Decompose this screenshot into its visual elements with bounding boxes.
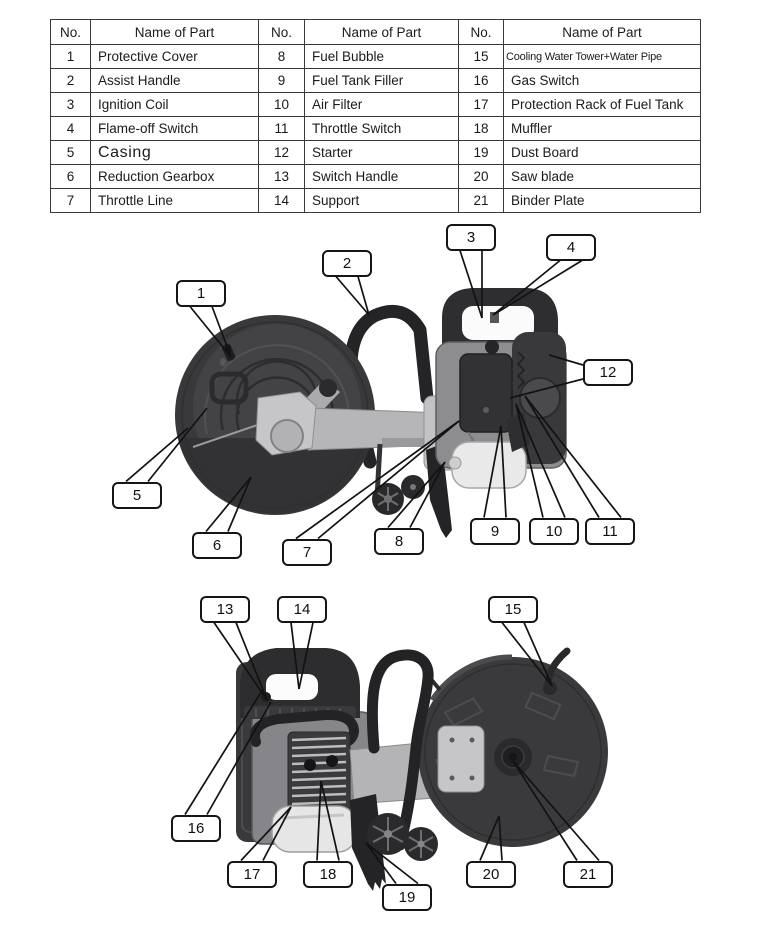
leader-lines [125,250,622,885]
part-no-cell: 9 [258,68,305,93]
part-no-cell: 1 [50,44,91,69]
column-header: No. [50,19,91,45]
fuel-bubble-primer [448,456,462,470]
callout-5: 5 [112,481,162,509]
top-machine-illustration [175,288,567,538]
part-no-cell: 7 [50,188,91,213]
callout-11: 11 [585,517,635,545]
callout-13: 13 [200,595,250,623]
callout-2: 2 [322,249,372,277]
callout-21: 21 [563,860,613,888]
part-no-cell: 10 [258,92,305,117]
engine-bolt [326,755,338,767]
part-no-cell: 15 [458,44,504,69]
bottom-machine-illustration [236,647,608,891]
part-no-cell: 14 [258,188,305,213]
part-name-cell: Reduction Gearbox [90,164,259,189]
callout-17: 17 [227,860,277,888]
part-name-cell: Fuel Tank Filler [304,68,459,93]
column-header: Name of Part [503,19,701,45]
part-name-cell: Dust Board [503,140,701,165]
callout-15: 15 [488,595,538,623]
column-header: Name of Part [304,19,459,45]
part-name-cell: Throttle Line [90,188,259,213]
callout-10: 10 [529,517,579,545]
part-no-cell: 12 [258,140,305,165]
part-name-cell: Throttle Switch [304,116,459,141]
callout-18: 18 [303,860,353,888]
part-name-cell: Flame-off Switch [90,116,259,141]
engine-bolt [304,759,316,771]
part-no-cell: 16 [458,68,504,93]
engine-bottom-view [236,648,373,853]
callout-7: 7 [282,538,332,566]
wheels [372,475,425,515]
callout-8: 8 [374,527,424,555]
callout-14: 14 [277,595,327,623]
part-name-cell: Protection Rack of Fuel Tank [503,92,701,117]
part-name-cell: Saw blade [503,164,701,189]
leader-arrowhead [222,345,231,357]
part-name-cell: Switch Handle [304,164,459,189]
callout-16: 16 [171,814,221,842]
column-header: Name of Part [90,19,259,45]
part-name-cell: Muffler [503,116,701,141]
part-no-cell: 17 [458,92,504,117]
callout-12: 12 [583,358,633,386]
callout-3: 3 [446,223,496,251]
wheels [367,813,438,861]
part-name-cell: Support [304,188,459,213]
callout-9: 9 [470,517,520,545]
cooling-water-tower [543,681,557,695]
engine-top-view [435,288,567,489]
part-no-cell: 6 [50,164,91,189]
part-no-cell: 20 [458,164,504,189]
callout-20: 20 [466,860,516,888]
mount-bracket [437,725,485,793]
callout-4: 4 [546,233,596,261]
switch-handle [366,649,434,851]
part-no-cell: 21 [458,188,504,213]
air-filter-cover [459,353,513,433]
saw-blade [418,647,608,847]
callout-19: 19 [382,883,432,911]
part-name-cell: Binder Plate [503,188,701,213]
callout-1: 1 [176,279,226,307]
part-name-cell: Protective Cover [90,44,259,69]
callout-6: 6 [192,531,242,559]
dust-board-top [426,444,452,538]
spark-plug-knob [485,340,499,354]
